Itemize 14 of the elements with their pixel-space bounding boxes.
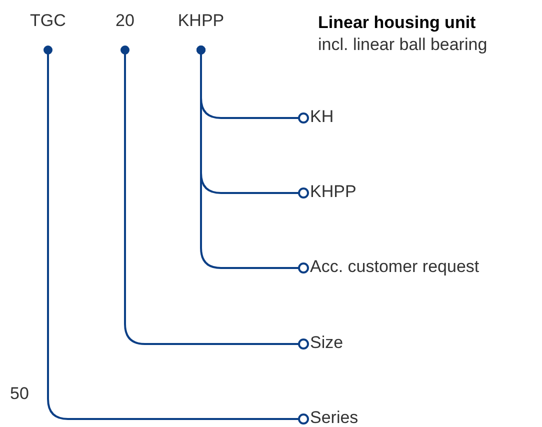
- code-label: Size: [310, 332, 344, 354]
- connector-line: [120, 46, 309, 350]
- code-label: KH: [310, 106, 334, 128]
- heading: Linear housing unit: [318, 12, 476, 34]
- code-label: incl. linear ball bearing: [318, 34, 488, 56]
- connector-line: [44, 46, 309, 424]
- code-label: Series: [310, 407, 358, 427]
- number-label: 50: [10, 383, 29, 405]
- code-label: 20: [116, 10, 134, 32]
- code-label: KHPP: [310, 181, 356, 203]
- connector-line: [196, 46, 309, 274]
- code-label: KHPP: [178, 10, 224, 32]
- code-label: TGC: [30, 10, 66, 32]
- code-label: Acc. customer request: [310, 256, 480, 278]
